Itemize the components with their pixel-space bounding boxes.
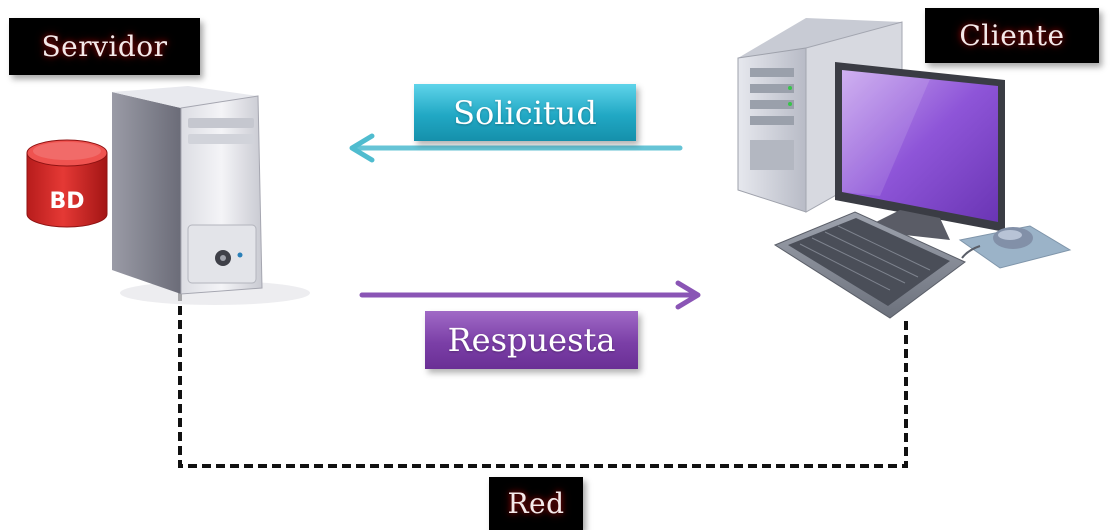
database-cylinder-icon: BD	[26, 139, 108, 228]
network-label: Red	[489, 477, 583, 530]
server-label: Servidor	[9, 18, 200, 75]
request-arrow	[349, 133, 683, 163]
request-label: Solicitud	[414, 84, 636, 141]
response-label: Respuesta	[425, 311, 638, 369]
response-arrow	[359, 280, 701, 310]
database-label: BD	[49, 189, 84, 214]
network-connection-line	[178, 292, 908, 468]
client-label: Cliente	[925, 8, 1099, 63]
desktop-computer-icon	[737, 18, 1072, 319]
server-tower-icon	[112, 86, 310, 305]
